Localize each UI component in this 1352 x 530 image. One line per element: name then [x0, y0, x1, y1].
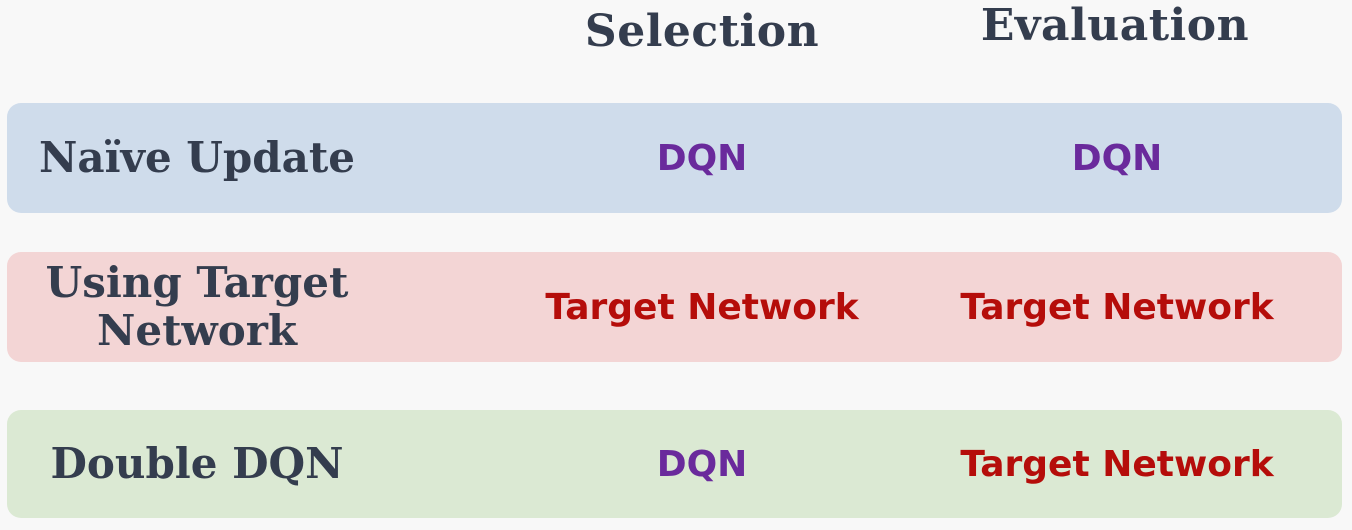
double-dqn-selection: DQN [656, 443, 748, 485]
target-network-selection: Target Network [545, 286, 859, 328]
double-dqn-label: Double DQN [27, 410, 367, 518]
naive-update-row: Naïve Update DQN DQN [7, 103, 1342, 213]
selection-column-header: Selection [584, 5, 820, 57]
evaluation-column-header: Evaluation [980, 0, 1250, 51]
target-network-evaluation: Target Network [960, 286, 1274, 328]
target-network-label-line-2: Network [97, 306, 297, 355]
double-dqn-evaluation: Target Network [960, 443, 1274, 485]
naive-update-label: Naïve Update [27, 103, 367, 213]
naive-update-selection: DQN [656, 137, 748, 179]
double-dqn-label-line: Double DQN [50, 439, 344, 488]
target-network-label: Using Target Network [27, 252, 367, 362]
target-network-row: Using Target Network Target Network Targ… [7, 252, 1342, 362]
naive-update-evaluation: DQN [1071, 137, 1163, 179]
double-dqn-row: Double DQN DQN Target Network [7, 410, 1342, 518]
target-network-label-line-1: Using Target [45, 258, 349, 307]
naive-update-label-line: Naïve Update [38, 133, 355, 182]
